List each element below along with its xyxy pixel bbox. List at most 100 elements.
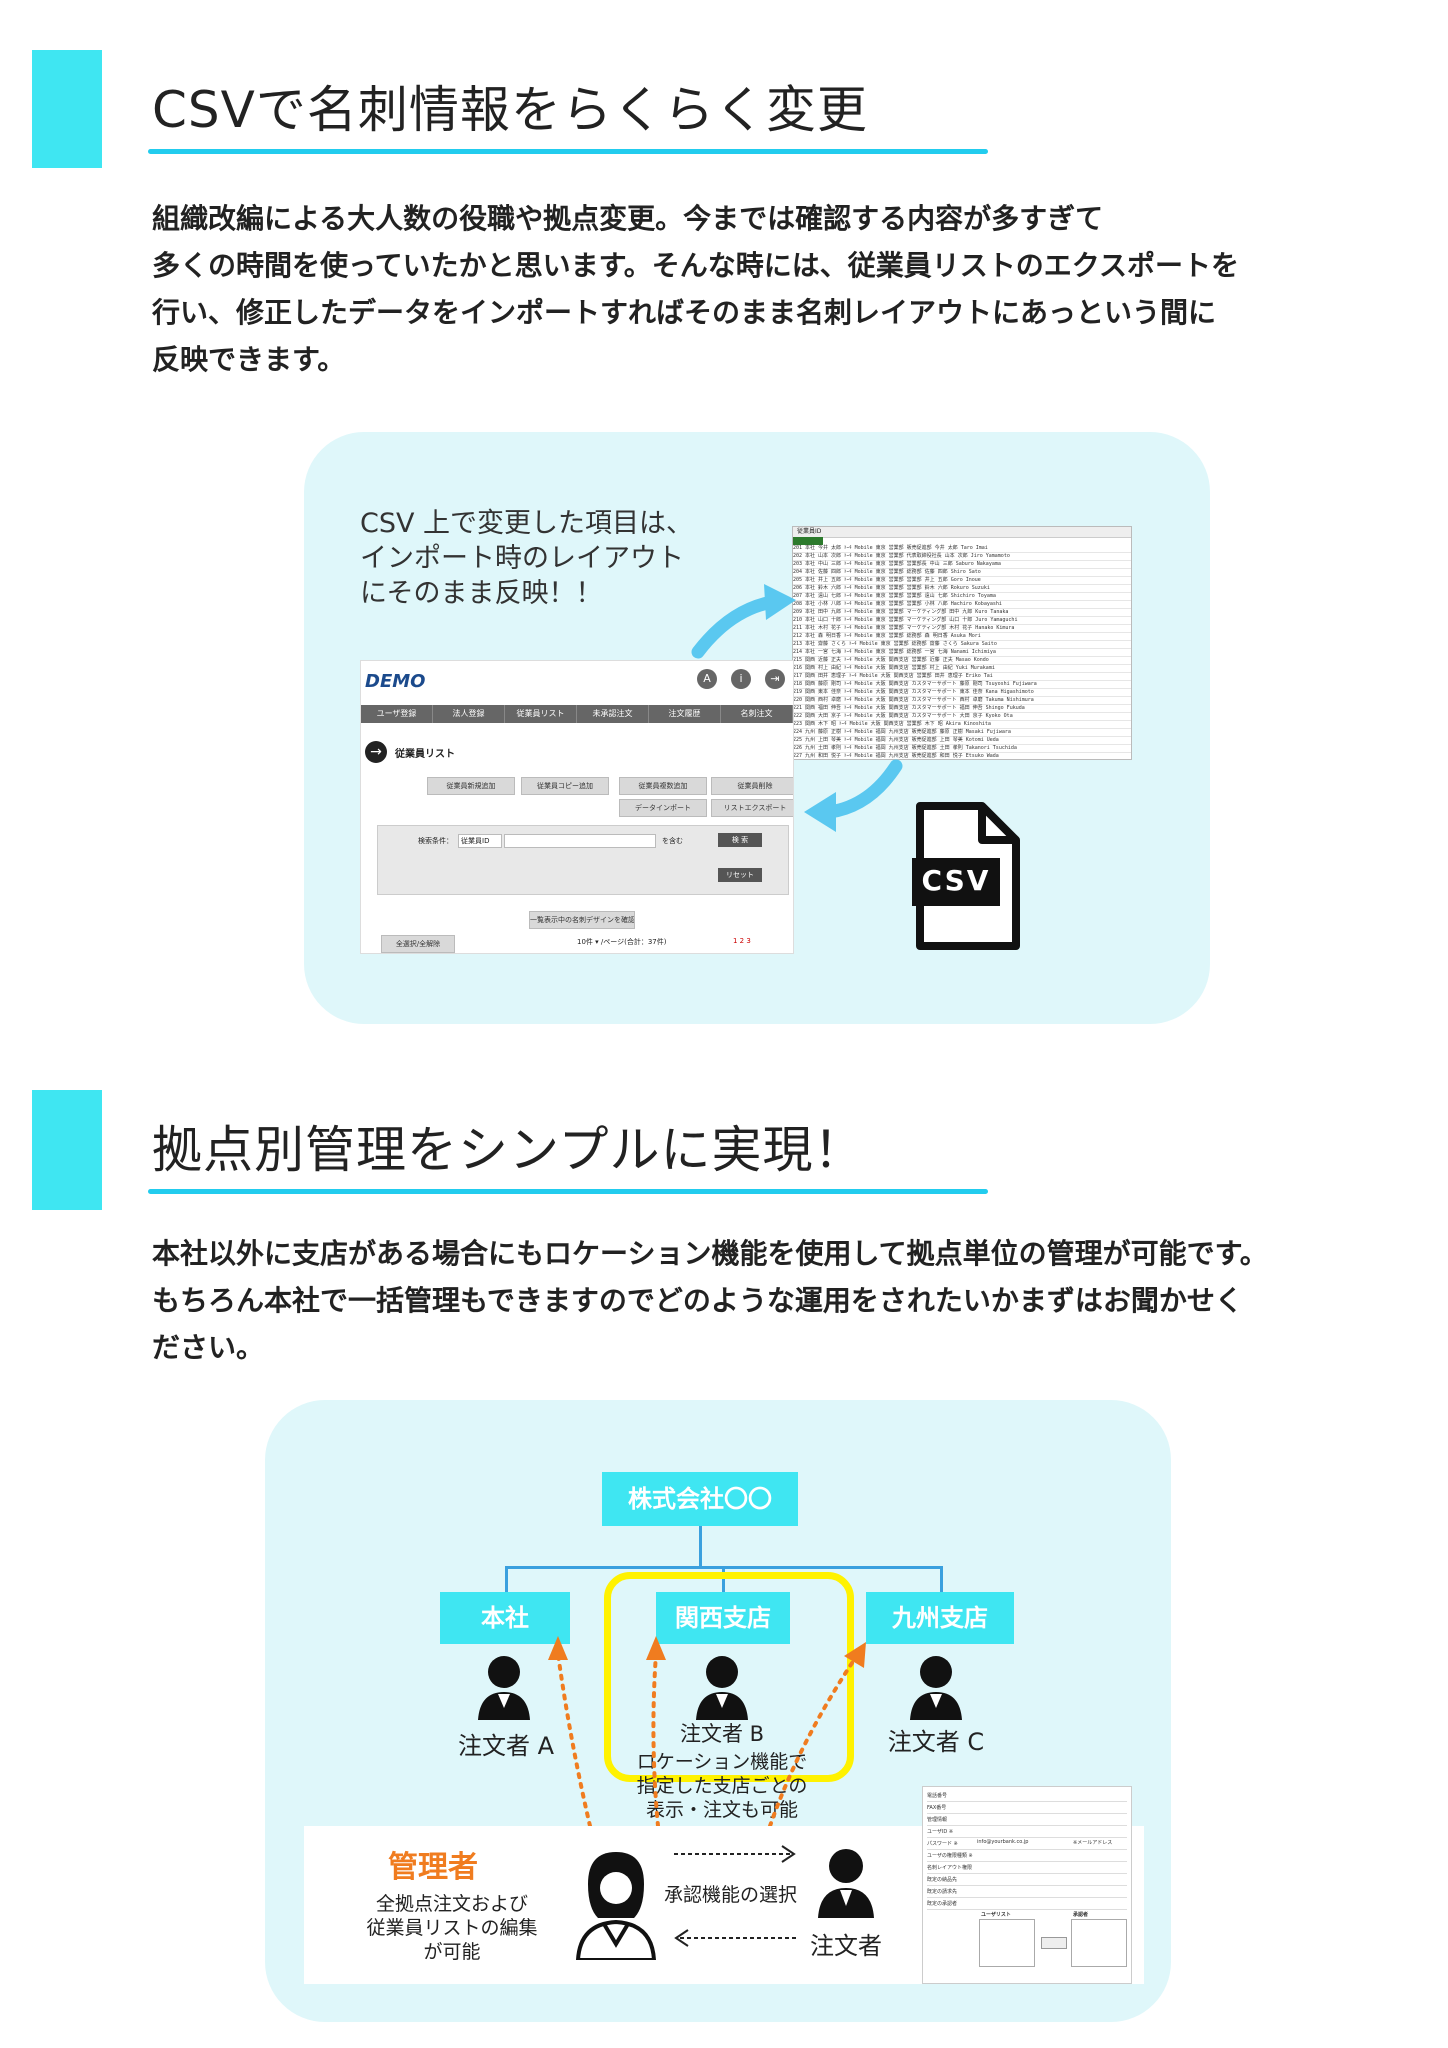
search-button[interactable]: 検 索 — [718, 833, 762, 847]
section-title: 拠点別管理をシンプルに実現！ — [152, 1121, 865, 1179]
user-list-box[interactable] — [979, 1919, 1035, 1967]
nav-item[interactable]: 注文履歴 — [649, 705, 721, 723]
nav-item[interactable]: 名刺注文 — [721, 705, 793, 723]
approver-label: 承認者 — [1073, 1912, 1089, 1918]
sheet-formula-bar: 従業員ID — [793, 527, 1131, 538]
user-list-label: ユーザリスト — [981, 1912, 1011, 1918]
email-value: info@yourbank.co.jp — [977, 1839, 1029, 1845]
search-field-select[interactable]: 従業員ID — [458, 834, 502, 848]
orderer-person-icon — [478, 1656, 530, 1720]
csv-file-icon — [912, 802, 1020, 950]
list-export-button[interactable]: リストエクスポート — [711, 799, 793, 817]
form-row: パスワード ※ — [927, 1839, 1127, 1850]
body-line: もちろん本社で一括管理もできますのでどのような運用をされたいかまずはお聞かせく — [152, 1284, 1243, 1317]
callout-text: CSV 上で変更した項目は、 インポート時のレイアウト にそのまま反映！！ — [360, 506, 693, 611]
nav-item[interactable]: 従業員リスト — [505, 705, 577, 723]
body-line: 多くの時間を使っていたかと思います。そんな時には、従業員リストのエクスポートを — [152, 249, 1239, 282]
sheet-row: 223 関西 木下 昭 ﾄｰｷ Mobile 大阪 関西支店 営業部 木下 昭 … — [793, 721, 1131, 729]
form-row: 電話番号 — [927, 1791, 1127, 1802]
form-row: ユーザID ※ — [927, 1827, 1127, 1838]
data-import-button[interactable]: データインポート — [619, 799, 707, 817]
sheet-row: 222 関西 大田 京子 ﾄｰｷ Mobile 大阪 関西支店 カスタマーサポー… — [793, 713, 1131, 721]
admin-title: 管理者 — [388, 1850, 478, 1885]
body-line: 行い、修正したデータをインポートすればそのまま名刺レイアウトにあっという間に — [152, 296, 1217, 329]
bulk-add-button[interactable]: 従業員複数追加 — [619, 777, 707, 795]
orderer-person-icon — [910, 1656, 962, 1720]
connector-line — [940, 1566, 943, 1596]
demo-nav: ユーザ登録 法人登録 従業員リスト 未承認注文 注文履歴 名刺注文 — [361, 705, 793, 723]
title-underline — [148, 149, 988, 154]
page-heading: 従業員リスト — [395, 749, 455, 760]
form-row: 既定の請求先 — [927, 1887, 1127, 1898]
search-label: 検索条件： — [418, 837, 453, 845]
branch-box-kansai: 関西支店 — [656, 1592, 790, 1644]
sheet-row: 212 本社 森 明日香 ﾄｰｷ Mobile 東京 営業部 総務部 森 明日香… — [793, 633, 1131, 641]
body-line: ださい。 — [152, 1331, 265, 1364]
section-title: CSVで名刺情報をらくらく変更 — [152, 81, 868, 139]
form-row: 既定の承認者 — [927, 1899, 1127, 1910]
reset-button[interactable]: リセット — [718, 868, 762, 882]
sheet-row: 202 本社 山本 次郎 ﾄｰｷ Mobile 東京 営業部 代表取締役社長 山… — [793, 553, 1131, 561]
orderer-b-label: 注文者 B — [679, 1722, 765, 1746]
add-approver-button[interactable] — [1041, 1937, 1067, 1949]
orderer-a-label: 注文者 A — [457, 1732, 555, 1760]
connector-line — [699, 1526, 702, 1568]
admin-desc-line: 従業員リストの編集 — [366, 1917, 538, 1939]
approval-arrows — [674, 1845, 796, 1947]
admin-desc-line: 全拠点注文および — [375, 1893, 528, 1915]
sheet-row: 215 関西 近藤 正夫 ﾄｰｷ Mobile 大阪 関西支店 営業部 近藤 正… — [793, 657, 1131, 665]
branch-box-honsha: 本社 — [440, 1592, 570, 1644]
location-note-line: ロケーション機能で — [636, 1751, 808, 1773]
info-icon[interactable]: i — [731, 669, 751, 689]
email-label: ※メールアドレス — [1073, 1840, 1113, 1846]
sheet-rows: 201 本社 今井 太郎 ﾄｰｷ Mobile 東京 営業部 販売促進部 今井 … — [793, 545, 1131, 759]
copy-employee-button[interactable]: 従業員コピー追加 — [521, 777, 609, 795]
sheet-row: 203 本社 中山 三郎 ﾄｰｷ Mobile 東京 営業部 営業部長 中山 三… — [793, 561, 1131, 569]
import-arrow-icon — [804, 759, 903, 832]
callout-line: インポート時のレイアウト — [360, 543, 684, 574]
callout-line: CSV 上で変更した項目は、 — [360, 508, 694, 539]
reset-button-label: リセット — [726, 871, 754, 879]
connector-line — [722, 1566, 725, 1596]
location-note: ロケーション機能で 指定した支店ごとの 表示・注文も可能 — [622, 1750, 822, 1822]
admin-person-icon — [575, 1852, 657, 1960]
orderer-person-icon — [818, 1849, 874, 1918]
select-all-button[interactable]: 全選択/全解除 — [381, 935, 455, 953]
body-line: 本社以外に支店がある場合にもロケーション機能を使用して拠点単位の管理が可能です。 — [152, 1237, 1268, 1270]
admin-desc-line: が可能 — [423, 1941, 481, 1963]
search-panel: 検索条件： 従業員ID を含む 検 索 リセット — [377, 825, 789, 895]
add-employee-button[interactable]: 従業員新規追加 — [427, 777, 515, 795]
arrow-circle-icon: → — [365, 741, 387, 763]
sheet-row: 218 関西 藤原 剛司 ﾄｰｷ Mobile 大阪 関西支店 カスタマーサポー… — [793, 681, 1131, 689]
sheet-row: 219 関西 東本 佳奈 ﾄｰｷ Mobile 大阪 関西支店 カスタマーサポー… — [793, 689, 1131, 697]
form-row: 既定の納品先 — [927, 1875, 1127, 1886]
sheet-row: 213 本社 齋藤 さくら ﾄｰｷ Mobile 東京 営業部 総務部 齋藤 さ… — [793, 641, 1131, 649]
orderer-label: 注文者 — [810, 1932, 882, 1960]
nav-item[interactable]: ユーザ登録 — [361, 705, 433, 723]
connector-line — [505, 1566, 508, 1596]
body-line: 組織改編による大人数の役職や拠点変更。今までは確認する内容が多すぎて — [152, 202, 1104, 235]
sheet-row: 214 本社 一宮 七海 ﾄｰｷ Mobile 東京 営業部 総務部 一宮 七海… — [793, 649, 1131, 657]
section-body: 組織改編による大人数の役職や拠点変更。今までは確認する内容が多すぎて 多くの時間… — [152, 195, 1412, 383]
account-icon[interactable]: A — [697, 669, 717, 689]
orderer-c-label: 注文者 C — [887, 1728, 985, 1756]
approver-list-box[interactable] — [1071, 1919, 1127, 1967]
search-input[interactable] — [504, 834, 656, 848]
nav-item[interactable]: 法人登録 — [433, 705, 505, 723]
logout-icon[interactable]: ⇥ — [765, 669, 785, 689]
form-row: 管理情報 — [927, 1815, 1127, 1826]
delete-employee-button[interactable]: 従業員削除 — [711, 777, 793, 795]
form-row: FAX番号 — [927, 1803, 1127, 1814]
page-numbers[interactable]: 1 2 3 — [733, 937, 751, 945]
search-operator[interactable]: を含む — [662, 837, 683, 845]
section-accent-block — [32, 1090, 102, 1210]
export-arrow-icon — [691, 584, 796, 659]
demo-app-screenshot: DEMO A i ⇥ ユーザ登録 法人登録 従業員リスト 未承認注文 注文履歴 … — [360, 660, 794, 954]
sheet-row: 206 本社 鈴木 六郎 ﾄｰｷ Mobile 東京 営業部 営業部 鈴木 六郎… — [793, 585, 1131, 593]
nav-item[interactable]: 未承認注文 — [577, 705, 649, 723]
sheet-row: 216 関西 村上 由紀 ﾄｰｷ Mobile 大阪 関西支店 営業部 村上 由… — [793, 665, 1131, 673]
sheet-row: 207 本社 遠山 七郎 ﾄｰｷ Mobile 東京 営業部 営業部 遠山 七郎… — [793, 593, 1131, 601]
confirm-design-button[interactable]: 一覧表示中の名刺デザインを確認 — [529, 911, 635, 929]
body-line: 反映できます。 — [152, 343, 346, 376]
